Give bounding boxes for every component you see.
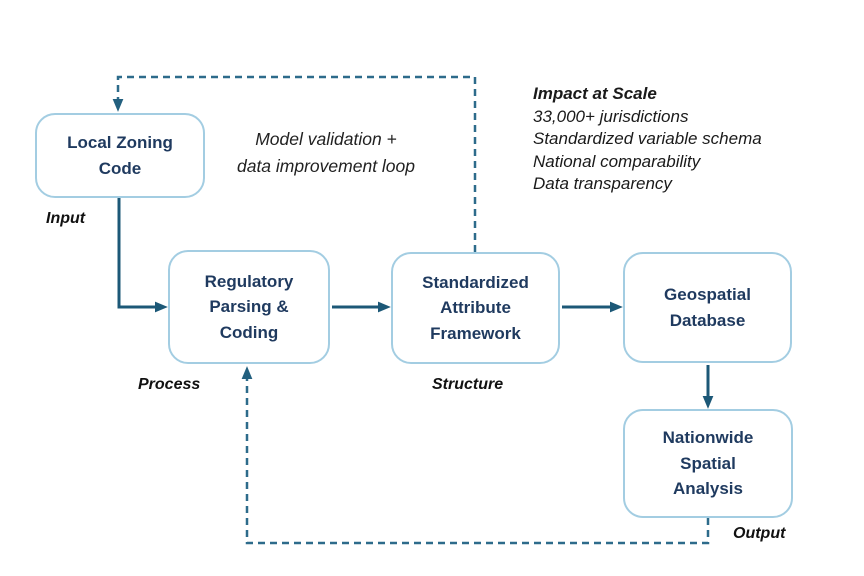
- impact-item: Data transparency: [533, 174, 672, 193]
- impact-item: 33,000+ jurisdictions: [533, 106, 689, 126]
- node-standardized-attribute-framework: Standardized Attribute Framework: [391, 252, 560, 364]
- impact-item: National comparability: [533, 151, 701, 171]
- dashed-loop-nationwide-to-regulatory: [241, 366, 710, 545]
- impact-item: Standardized variable schema: [533, 129, 762, 148]
- stage-label-structure: Structure: [432, 376, 504, 393]
- stage-label-output: Output: [733, 525, 786, 542]
- impact-title: Impact at Scale: [533, 84, 657, 103]
- node-regulatory-parsing-coding: Regulatory Parsing & Coding: [168, 250, 330, 364]
- node-local-zoning-code: Local Zoning Code: [35, 113, 205, 198]
- stage-label-input: Input: [46, 210, 86, 227]
- arrow-local-to-regulatory: [117, 198, 168, 313]
- node-label: Regulatory Parsing & Coding: [204, 271, 294, 342]
- node-geospatial-database: Geospatial Database: [623, 252, 792, 363]
- loop-note: Model validation + data improvement loop: [236, 129, 416, 177]
- impact-block: Impact at Scale 33,000+ jurisdictions St…: [533, 83, 833, 196]
- dashed-loop-standardized-to-local: [112, 75, 477, 252]
- node-nationwide-spatial-analysis: Nationwide Spatial Analysis: [623, 409, 793, 518]
- node-label: Standardized Attribute Framework: [422, 272, 529, 343]
- stage-label-process: Process: [138, 376, 201, 393]
- node-label: Local Zoning Code: [67, 133, 173, 178]
- node-label: Nationwide Spatial Analysis: [662, 428, 754, 499]
- node-label: Geospatial Database: [664, 285, 751, 330]
